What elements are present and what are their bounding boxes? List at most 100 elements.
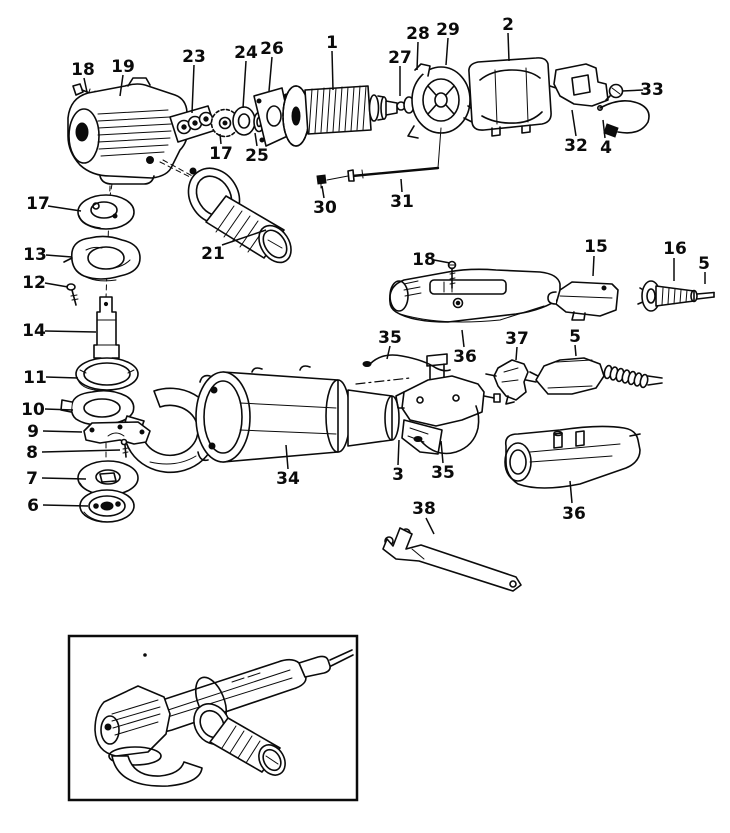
leader-line-12	[44, 282, 69, 288]
part-28-29-fan-baffle	[407, 63, 477, 139]
part-24-bearing	[232, 106, 256, 136]
part-32-brush-holder	[549, 63, 609, 107]
part-label-7: 7	[26, 469, 38, 489]
part-30-nut	[316, 174, 327, 189]
leader-line-19	[119, 74, 124, 97]
leader-line-33	[621, 89, 644, 92]
inset-assembled-grinder	[94, 649, 354, 787]
part-label-35: 35	[378, 328, 402, 348]
part-19-gear-case	[67, 77, 195, 197]
leader-line-18	[83, 77, 88, 93]
part-label-5: 5	[569, 327, 581, 347]
leader-line-13	[45, 254, 73, 258]
part-2-field	[468, 57, 552, 137]
leader-line-30	[321, 185, 325, 199]
leader-line-6	[42, 504, 89, 507]
part-3-switch	[395, 353, 501, 455]
part-label-19: 19	[111, 57, 135, 77]
part-label-3: 3	[392, 465, 404, 485]
leader-line-17	[47, 205, 82, 212]
leader-line-7	[41, 477, 87, 480]
part-36-handle-cover-top	[388, 268, 561, 323]
part-34-motor-housing	[195, 365, 400, 463]
part-38-wrench	[382, 527, 522, 592]
leader-line-5	[574, 344, 577, 357]
leader-line-21	[221, 229, 267, 246]
part-label-31: 31	[390, 192, 414, 212]
leader-line-34	[285, 444, 289, 470]
part-label-4: 4	[600, 138, 612, 158]
part-label-5: 5	[698, 254, 710, 274]
part-label-24: 24	[234, 43, 258, 63]
leader-line-3	[397, 439, 400, 466]
part-label-32: 32	[564, 136, 588, 156]
part-5-cord-assembly	[525, 357, 663, 395]
part-label-36: 36	[562, 504, 586, 524]
part-label-17: 17	[26, 194, 50, 214]
leader-line-11	[45, 376, 79, 379]
part-13-bearing-plate	[63, 235, 141, 282]
leader-line-36	[461, 329, 465, 348]
part-label-10: 10	[21, 400, 45, 420]
part-11-ring	[75, 357, 139, 392]
leader-line-17	[219, 133, 222, 145]
part-label-33: 33	[640, 80, 664, 100]
leader-line-18	[433, 259, 451, 264]
leader-line-14	[44, 330, 97, 333]
part-36-handle-cover-bottom	[504, 425, 641, 489]
part-21-side-handle	[162, 159, 292, 264]
leader-line-2	[507, 32, 510, 62]
leader-line-25	[254, 132, 258, 147]
part-label-16: 16	[663, 239, 687, 259]
part-31-rod	[326, 127, 442, 182]
part-label-6: 6	[27, 496, 39, 516]
leader-line-4	[602, 119, 606, 139]
part-37-spindle-lock	[485, 359, 529, 405]
leader-line-28	[416, 41, 419, 71]
part-label-18: 18	[412, 250, 436, 270]
part-label-38: 38	[412, 499, 436, 519]
part-9-guard-plate	[83, 421, 151, 445]
part-label-14: 14	[22, 321, 46, 341]
leader-line-24	[242, 60, 247, 109]
part-18-screw-mid	[447, 260, 457, 289]
part-label-12: 12	[22, 273, 46, 293]
part-label-13: 13	[23, 245, 47, 265]
part-label-37: 37	[505, 329, 529, 349]
part-7-flange	[77, 460, 139, 496]
part-15-switch-knob	[547, 281, 619, 321]
part-label-9: 9	[27, 422, 39, 442]
leader-line-31	[400, 178, 403, 193]
part-label-35: 35	[431, 463, 455, 483]
part-label-21: 21	[201, 244, 225, 264]
leader-line-29	[445, 37, 449, 66]
leader-line-1	[331, 50, 334, 91]
part-label-1: 1	[326, 33, 338, 53]
leader-line-23	[191, 64, 195, 114]
part-label-23: 23	[182, 47, 206, 67]
part-label-8: 8	[26, 443, 38, 463]
part-16-strain-relief	[637, 280, 698, 312]
leader-line-35	[440, 440, 444, 464]
part-label-27: 27	[388, 48, 412, 68]
part-label-26: 26	[260, 39, 284, 59]
part-label-17: 17	[209, 144, 233, 164]
part-label-2: 2	[502, 15, 514, 35]
part-6-clamp-nut	[79, 489, 135, 523]
part-12-screw	[66, 283, 79, 306]
part-10-clamp-ring	[60, 389, 135, 426]
leader-line-38	[425, 517, 435, 535]
part-label-29: 29	[436, 20, 460, 40]
assembly-centerline	[355, 377, 411, 385]
part-35-wire-lower	[413, 405, 480, 455]
leader-line-37	[515, 346, 518, 361]
part-label-34: 34	[276, 469, 300, 489]
part-label-15: 15	[584, 237, 608, 257]
part-label-11: 11	[23, 368, 47, 388]
part-8-screw	[120, 438, 129, 458]
leader-line-8	[41, 449, 121, 453]
leader-line-35	[386, 345, 391, 360]
part-label-30: 30	[313, 198, 337, 218]
